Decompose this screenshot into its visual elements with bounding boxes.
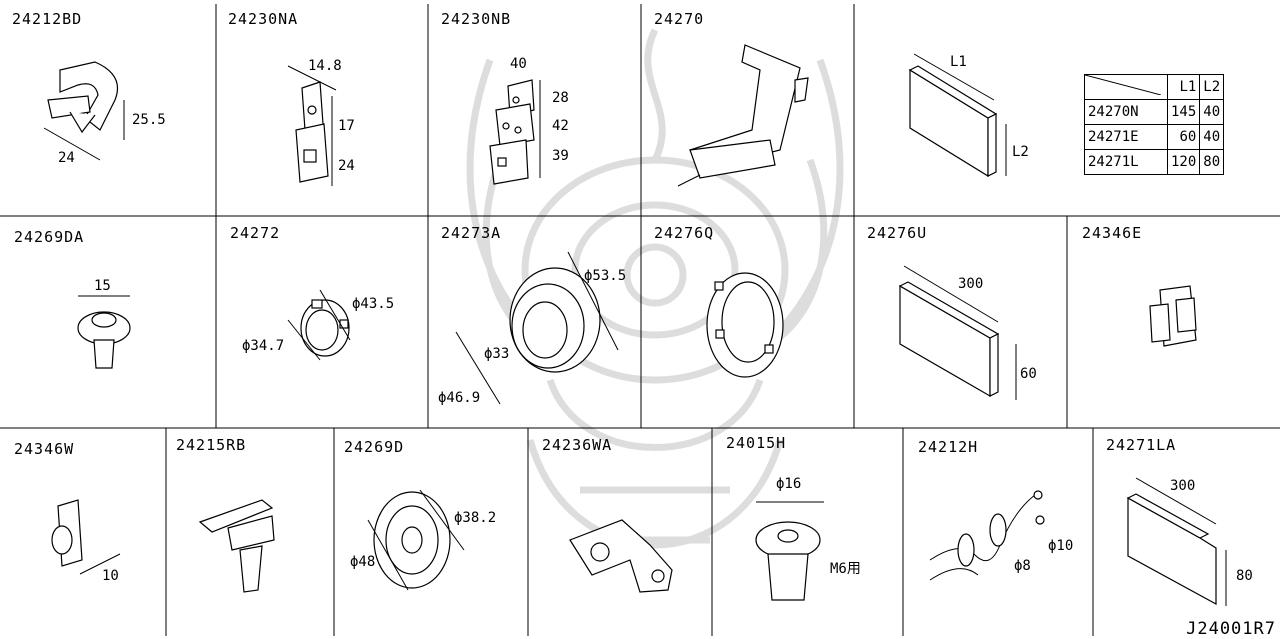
dim-label: ϕ8 — [1014, 558, 1031, 574]
part-code-24269DA: 24269DA — [14, 228, 85, 246]
spec-header-l2: L2 — [1199, 74, 1225, 100]
clip-24215RB — [198, 499, 275, 593]
dim-label: 300 — [1170, 478, 1196, 494]
grommet-24269D — [367, 489, 465, 591]
bracket-24236WA — [569, 519, 673, 593]
spec-row-l2: 80 — [1199, 149, 1225, 175]
pad-24276U — [898, 265, 1017, 400]
dim-label: 39 — [552, 148, 569, 164]
spec-row-name: 24271E — [1084, 124, 1168, 150]
spec-row-name: 24271L — [1084, 149, 1168, 175]
bracket-24230NA — [287, 65, 337, 186]
dim-label: ϕ48 — [350, 554, 376, 570]
grommet-24272 — [287, 289, 351, 361]
dim-label: 24 — [58, 150, 75, 166]
spec-row: 24270N 145 40 — [1084, 99, 1225, 125]
pad-L1-L2 — [908, 53, 1007, 178]
spec-table: L1 L2 24270N 145 40 24271E 60 40 24271L … — [1084, 74, 1225, 175]
part-code-24273A: 24273A — [441, 224, 502, 242]
spec-row: 24271E 60 40 — [1084, 124, 1225, 150]
part-code-24346E: 24346E — [1082, 224, 1143, 242]
part-code-24230NA: 24230NA — [228, 10, 299, 28]
clip-24346W — [51, 499, 121, 575]
grommet-24273A — [455, 251, 619, 405]
part-code-24215RB: 24215RB — [176, 436, 247, 454]
dim-label: L2 — [1012, 144, 1029, 160]
dim-label: M6用 — [830, 561, 861, 577]
pad-24271LA — [1126, 477, 1227, 606]
dim-label: ϕ10 — [1048, 538, 1074, 554]
dim-label: ϕ46.9 — [438, 390, 481, 406]
part-code-24272: 24272 — [230, 224, 281, 242]
dim-label: 14.8 — [308, 58, 342, 74]
part-code-24346W: 24346W — [14, 440, 75, 458]
bracket-24270 — [677, 44, 809, 187]
part-code-24276U: 24276U — [867, 224, 928, 242]
drawing-reference: J24001R7 — [1186, 619, 1276, 639]
dim-label: 42 — [552, 118, 569, 134]
dim-label: 24 — [338, 158, 355, 174]
bracket-24230NB — [489, 79, 541, 185]
part-code-24236WA: 24236WA — [542, 436, 613, 454]
corner-cell — [1084, 74, 1168, 100]
emblem-watermark — [466, 28, 844, 549]
diagonal-line — [1085, 75, 1161, 95]
spec-row-l1: 60 — [1166, 124, 1201, 150]
dim-label: ϕ43.5 — [352, 296, 395, 312]
spec-row-l2: 40 — [1199, 99, 1225, 125]
clip-24212H — [929, 490, 1045, 581]
dim-label: L1 — [950, 54, 967, 70]
part-code-24276Q: 24276Q — [654, 224, 715, 242]
spec-row-l2: 40 — [1199, 124, 1225, 150]
dim-label: 17 — [338, 118, 355, 134]
dim-label: 80 — [1236, 568, 1253, 584]
part-code-24230NB: 24230NB — [441, 10, 512, 28]
dim-label: 60 — [1020, 366, 1037, 382]
dim-label: 28 — [552, 90, 569, 106]
spec-row-l1: 120 — [1166, 149, 1201, 175]
dim-label: ϕ16 — [776, 476, 802, 492]
part-code-24271LA: 24271LA — [1106, 436, 1177, 454]
nut-24015H — [755, 501, 824, 601]
clip-24212BD — [43, 61, 125, 161]
ring-24276Q — [706, 272, 784, 378]
dim-label: ϕ33 — [484, 346, 510, 362]
spec-row-l1: 145 — [1166, 99, 1201, 125]
part-code-24270: 24270 — [654, 10, 705, 28]
part-code-24212BD: 24212BD — [12, 10, 83, 28]
dim-label: 15 — [94, 278, 111, 294]
dim-label: 25.5 — [132, 112, 166, 128]
dim-label: 40 — [510, 56, 527, 72]
spec-header-l1: L1 — [1166, 74, 1201, 100]
dim-label: 300 — [958, 276, 984, 292]
dim-label: ϕ53.5 — [584, 268, 627, 284]
dim-label: ϕ34.7 — [242, 338, 285, 354]
part-code-24212H: 24212H — [918, 438, 979, 456]
screw-24269DA — [77, 295, 131, 369]
part-code-24015H: 24015H — [726, 434, 787, 452]
spec-header-row: L1 L2 — [1084, 74, 1225, 100]
clip-24346E — [1149, 285, 1197, 347]
part-code-24269D: 24269D — [344, 438, 405, 456]
spec-row: 24271L 120 80 — [1084, 149, 1225, 175]
dim-label: ϕ38.2 — [454, 510, 497, 526]
dim-label: 10 — [102, 568, 119, 584]
spec-row-name: 24270N — [1084, 99, 1168, 125]
